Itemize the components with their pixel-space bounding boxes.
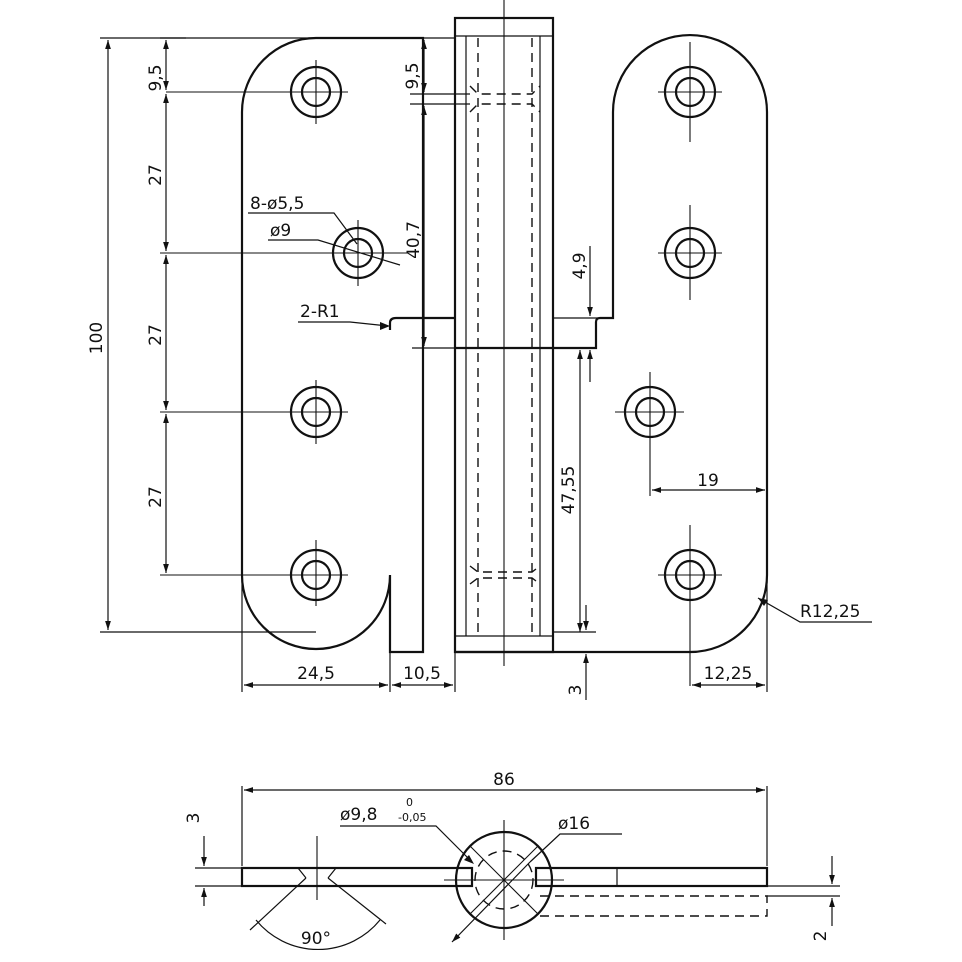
label-knuckle: ø16 <box>558 814 590 834</box>
dim-bottom-offset: 3 <box>566 685 586 696</box>
dim-pitch-3: 27 <box>146 486 166 508</box>
right-leaf-outline <box>455 33 769 654</box>
dim-gap-width: 10,5 <box>403 664 441 684</box>
label-angle: 90° <box>301 929 331 949</box>
right-plate-section <box>534 866 769 888</box>
hidden-plate <box>540 895 768 917</box>
label-radius: R12,25 <box>800 602 860 622</box>
hole-right-3 <box>615 372 684 496</box>
dim-total-height: 100 <box>87 322 107 354</box>
hidden-chamfer-bottom <box>469 565 541 585</box>
dim-knuckle-top: 9,5 <box>403 62 423 89</box>
label-pin-tol-lower: -0,05 <box>398 811 426 824</box>
dim-thickness: 3 <box>184 813 204 824</box>
left-plate-section <box>240 866 474 888</box>
dim-lower-knuckle: 47,55 <box>559 466 579 515</box>
left-holes <box>160 60 408 606</box>
hole-left-1 <box>166 60 348 124</box>
label-fillet: 2-R1 <box>300 302 340 322</box>
dim-pitch-2: 27 <box>146 324 166 346</box>
right-holes <box>615 42 722 686</box>
left-leaf-step <box>388 316 455 330</box>
dim-edge-offset: 12,25 <box>704 664 753 684</box>
dim-overall-width: 86 <box>493 770 515 790</box>
label-pin: ø9,8 <box>340 805 377 825</box>
hole-right-4 <box>658 525 722 686</box>
hole-left-4 <box>160 540 348 606</box>
dim-hole-top-offset: 9,5 <box>146 64 166 91</box>
hole-left-2 <box>160 220 408 286</box>
dim-pitch-1: 27 <box>146 164 166 186</box>
front-view: 100 9,5 27 27 27 9,5 40,7 4,9 47,55 <box>87 0 872 700</box>
left-leaf-outline <box>240 36 425 654</box>
hidden-chamfer-top <box>469 85 541 113</box>
label-holes: 8-ø5,5 <box>250 194 304 214</box>
dim-knuckle-gap: 40,7 <box>404 221 424 259</box>
hole-right-1 <box>658 42 722 142</box>
dim-step: 4,9 <box>570 252 590 279</box>
dim-leaf-width: 24,5 <box>297 664 335 684</box>
section-view: 86 90° 3 2 ø9,8 0 <box>184 770 840 951</box>
label-counterbore: ø9 <box>270 221 291 241</box>
dim-offset-19: 19 <box>697 471 719 491</box>
label-pin-tol-upper: 0 <box>406 796 413 809</box>
hole-left-3 <box>160 380 348 444</box>
dim-plate-thickness: 2 <box>811 931 831 942</box>
hole-right-2 <box>658 205 722 300</box>
